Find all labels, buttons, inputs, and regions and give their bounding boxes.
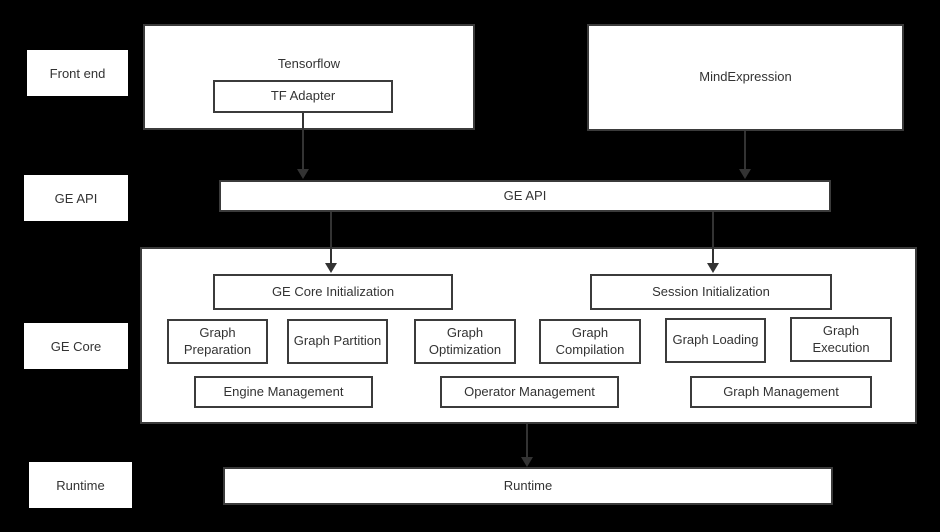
arrow-tf-adapter-to-ge-api [297,113,309,179]
graph-compilation-box: Graph Compilation [539,319,641,364]
tensorflow-label: Tensorflow [277,56,341,71]
graph-partition-box: Graph Partition [287,319,388,364]
tf-adapter-box: TF Adapter [213,80,393,113]
row-label-runtime: Runtime [29,462,132,508]
arrow-head-icon [325,263,337,273]
arrow-head-icon [707,263,719,273]
ge-core-initialization-box: GE Core Initialization [213,274,453,310]
arrow-stem [302,113,304,169]
graph-loading-box: Graph Loading [665,318,766,363]
operator-management-box: Operator Management [440,376,619,408]
row-label-front-end: Front end [27,50,128,96]
graph-management-box: Graph Management [690,376,872,408]
runtime-bar: Runtime [223,467,833,505]
arrow-stem [744,131,746,169]
tensorflow-box: Tensorflow TF Adapter [143,24,475,130]
ge-api-bar: GE API [219,180,831,212]
arrow-head-icon [739,169,751,179]
session-initialization-box: Session Initialization [590,274,832,310]
graph-execution-box: Graph Execution [790,317,892,362]
arrow-stem [712,212,714,263]
arrow-head-icon [297,169,309,179]
mindexpression-box: MindExpression [587,24,904,131]
arrow-stem [526,424,528,457]
ge-core-container: GE Core Initialization Session Initializ… [140,247,917,424]
graph-preparation-box: Graph Preparation [167,319,268,364]
graph-optimization-box: Graph Optimization [414,319,516,364]
arrow-ge-core-to-runtime [521,424,533,467]
arrow-ge-api-to-session-initialization [707,212,719,273]
arrow-ge-api-to-ge-core-initialization [325,212,337,273]
engine-management-box: Engine Management [194,376,373,408]
arrow-mindexpression-to-ge-api [739,131,751,179]
row-label-ge-api: GE API [24,175,128,221]
row-label-ge-core: GE Core [24,323,128,369]
arrow-head-icon [521,457,533,467]
arrow-stem [330,212,332,263]
